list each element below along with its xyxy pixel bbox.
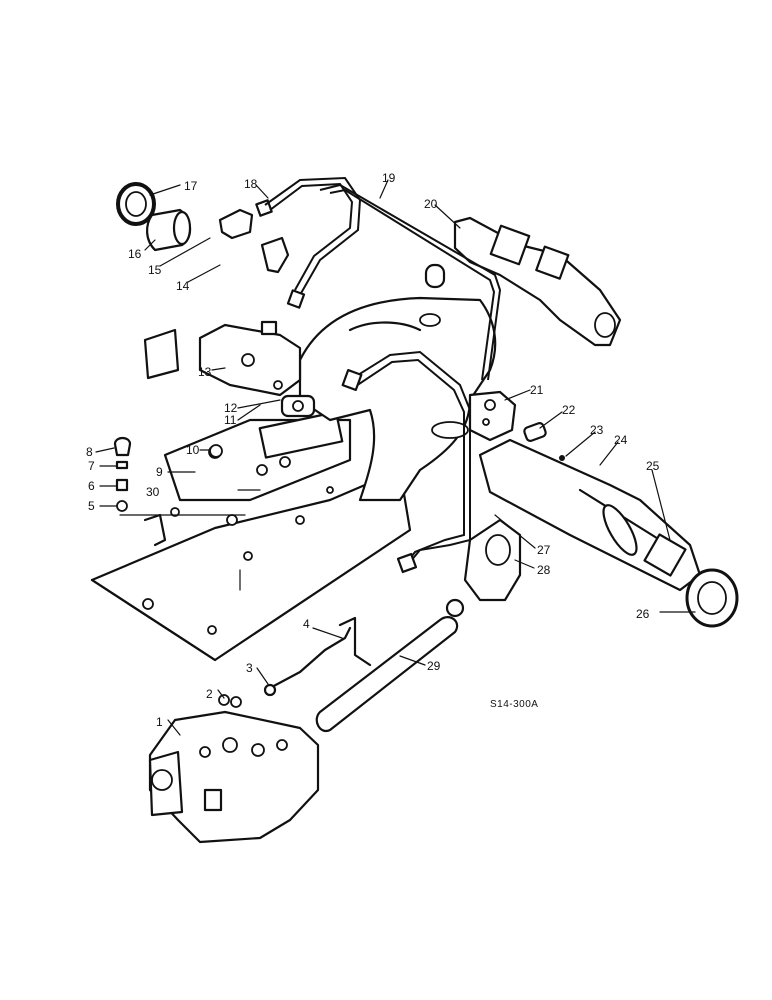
callout-25: 25	[646, 459, 660, 473]
pipe-19	[319, 183, 502, 381]
control-lever	[263, 616, 372, 697]
callout-10: 10	[186, 443, 200, 457]
elbow-fitting	[280, 394, 316, 418]
bracket-28	[463, 518, 522, 602]
callout-14: 14	[176, 279, 190, 293]
callout-11: 11	[224, 413, 237, 427]
callout-26: 26	[636, 607, 650, 621]
callout-22: 22	[562, 403, 576, 417]
bracket-9	[143, 513, 167, 547]
seal-ring	[116, 182, 156, 226]
gasket-plate	[163, 410, 352, 502]
plug-screw-8	[113, 436, 132, 457]
bushing	[146, 208, 192, 252]
drawing-code: S14-300A	[490, 699, 538, 710]
elbow-fitting-14	[260, 236, 290, 274]
spring-6	[115, 478, 129, 492]
callout-1: 1	[156, 715, 163, 729]
oring-10	[209, 444, 223, 458]
cylinder-cap	[685, 568, 739, 628]
callout-18: 18	[244, 177, 258, 191]
callout-27: 27	[537, 543, 551, 557]
callout-16: 16	[128, 247, 142, 261]
nuts	[218, 694, 242, 708]
callout-7: 7	[88, 459, 95, 473]
washer-7	[115, 460, 129, 470]
callout-6: 6	[88, 479, 95, 493]
callout-21: 21	[530, 383, 544, 397]
control-valve-block	[143, 320, 302, 397]
top-cover-bracket	[453, 216, 622, 347]
small-plug	[424, 263, 446, 289]
callout-9: 9	[156, 465, 163, 479]
callout-28: 28	[537, 563, 551, 577]
elbow-fitting-15	[218, 199, 273, 240]
callout-4: 4	[303, 617, 310, 631]
callout-12: 12	[224, 401, 238, 415]
plug-23	[559, 455, 565, 461]
callout-8: 8	[86, 445, 93, 459]
callout-5: 5	[88, 499, 95, 513]
leader-lines	[95, 179, 696, 736]
callout-3: 3	[246, 661, 253, 675]
callout-2: 2	[206, 687, 213, 701]
filter-element	[315, 598, 465, 733]
callout-20: 20	[424, 197, 438, 211]
callout-29: 29	[427, 659, 441, 673]
callout-15: 15	[148, 263, 162, 277]
callout-30: 30	[146, 485, 160, 499]
cylinder-piston	[643, 533, 687, 577]
valve-body	[148, 710, 320, 844]
ball-5	[116, 500, 128, 512]
callout-19: 19	[382, 171, 396, 185]
callout-17: 17	[184, 179, 198, 193]
callout-24: 24	[614, 433, 628, 447]
callout-23: 23	[590, 423, 604, 437]
tee-fitting	[468, 390, 517, 442]
callout-13: 13	[198, 365, 212, 379]
callout-labels: 1 2 3 4 5 6 7 8 9 10 11 12 13 14 15 16 1…	[86, 171, 660, 729]
